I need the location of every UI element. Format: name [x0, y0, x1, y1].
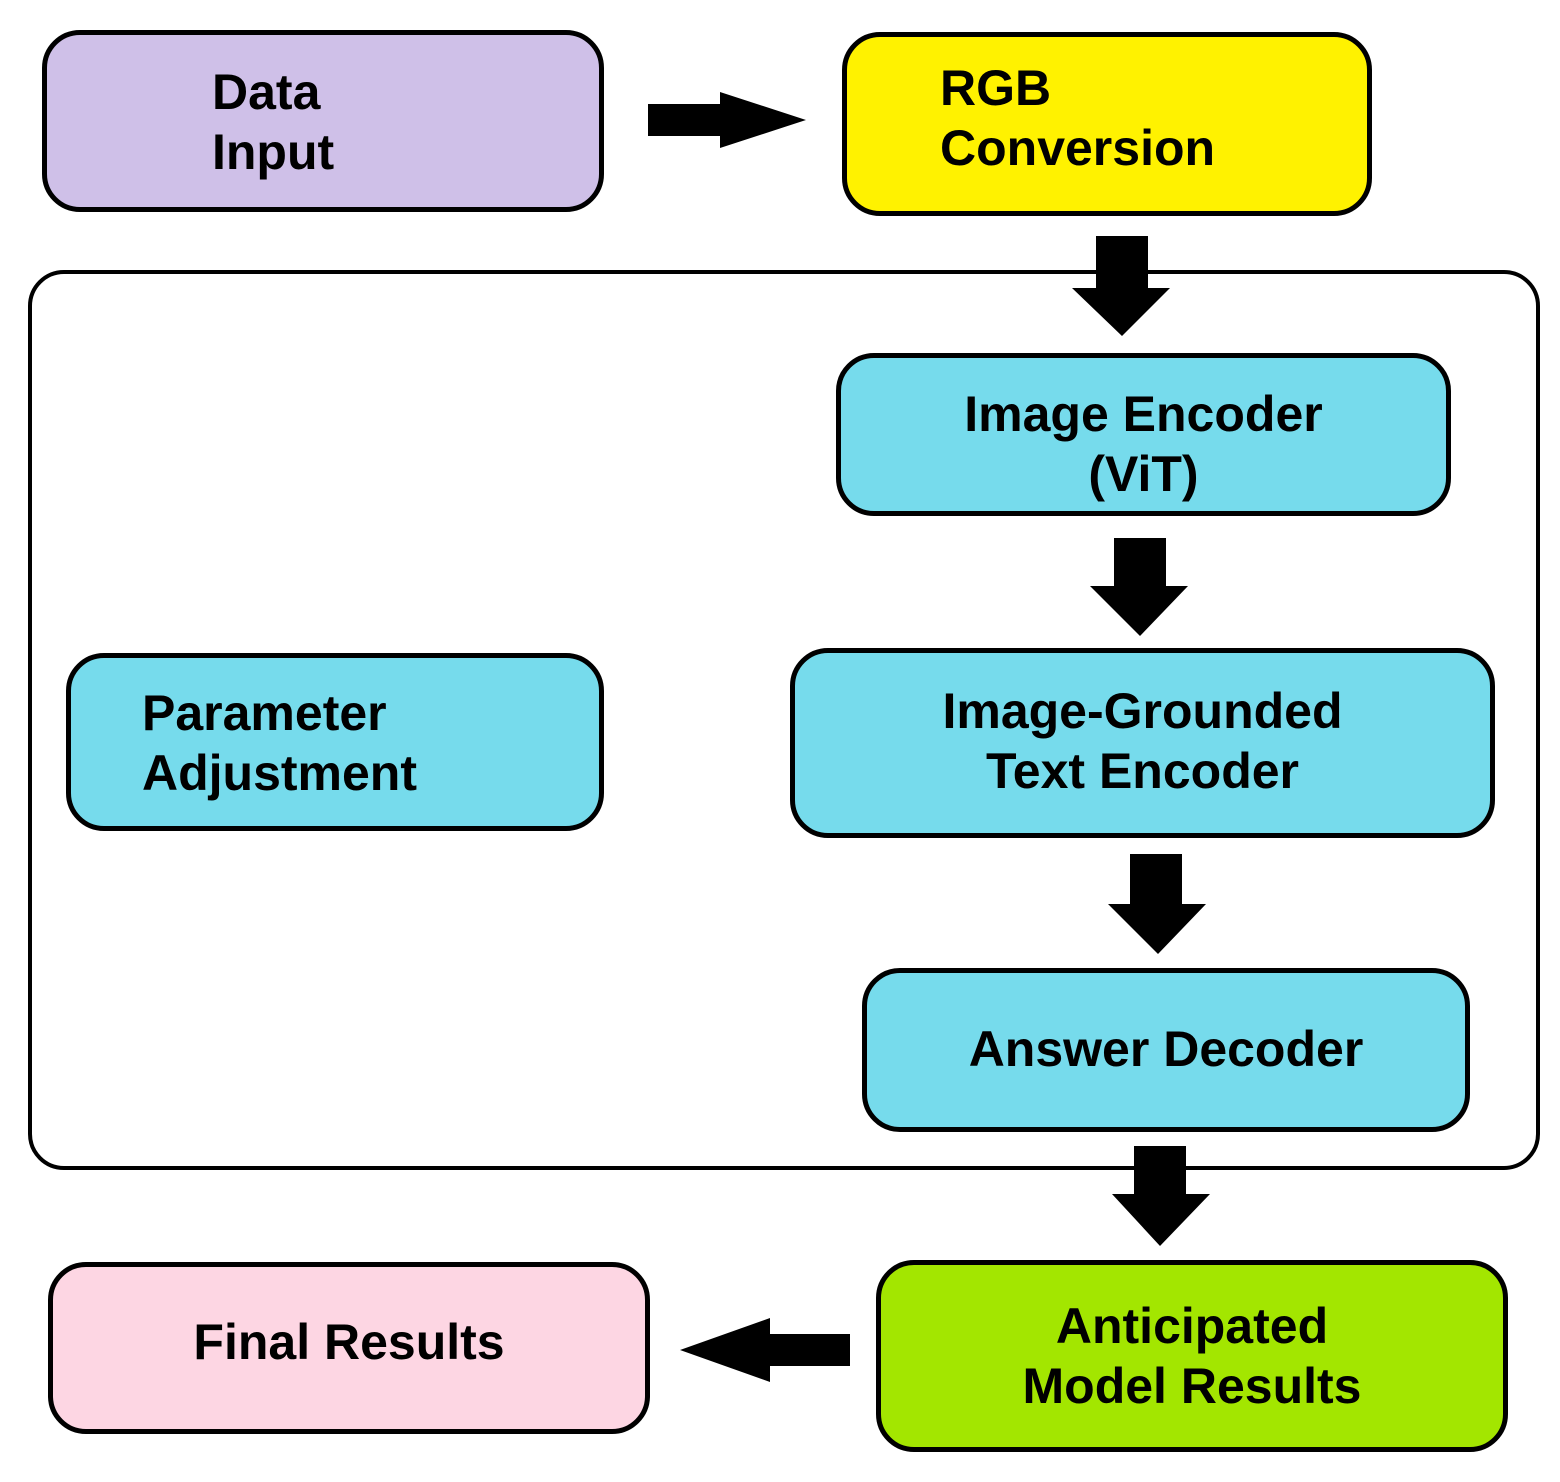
rgb-conversion-node — [842, 32, 1372, 216]
data-input-line2: Input — [212, 124, 335, 180]
data-input-line1: Data — [212, 64, 321, 120]
anticipated-results-node — [876, 1260, 1508, 1452]
text-encoder-line2: Text Encoder — [985, 743, 1300, 799]
anticipated-results-label: Anticipated Model Results — [876, 1296, 1508, 1416]
rgb-conversion-label: RGB Conversion — [940, 58, 1215, 178]
arrow-image-encoder-to-text-encoder — [1090, 538, 1188, 636]
anticipated-results-line1: Anticipated — [1055, 1298, 1329, 1354]
answer-decoder-line1: Answer Decoder — [968, 1021, 1364, 1077]
arrow-rgb-to-image-encoder — [1072, 236, 1170, 336]
text-encoder-node — [790, 648, 1495, 838]
arrow-anticipated-to-final — [680, 1318, 850, 1382]
data-input-node — [42, 30, 604, 212]
final-results-line1: Final Results — [193, 1314, 505, 1370]
arrow-text-encoder-to-answer-decoder — [1108, 854, 1206, 954]
parameter-adjustment-node — [66, 653, 604, 831]
image-encoder-label: Image Encoder (ViT) — [836, 384, 1451, 504]
parameter-adjustment-line2: Adjustment — [142, 745, 417, 801]
text-encoder-line1: Image-Grounded — [942, 683, 1343, 739]
parameter-adjustment-label: Parameter Adjustment — [142, 683, 417, 803]
data-input-label: Data Input — [212, 62, 334, 182]
final-results-label: Final Results — [48, 1312, 650, 1372]
image-encoder-node — [836, 353, 1451, 516]
final-results-node — [48, 1262, 650, 1434]
text-encoder-label: Image-Grounded Text Encoder — [790, 681, 1495, 801]
arrow-data-to-rgb — [648, 92, 806, 148]
parameter-adjustment-line1: Parameter — [142, 685, 387, 741]
answer-decoder-node — [862, 968, 1470, 1132]
answer-decoder-label: Answer Decoder — [862, 1019, 1470, 1079]
arrow-answer-decoder-to-anticipated — [1112, 1146, 1210, 1246]
anticipated-results-line2: Model Results — [1022, 1358, 1362, 1414]
image-encoder-line2: (ViT) — [1088, 446, 1199, 502]
rgb-conversion-line1: RGB — [940, 60, 1052, 116]
image-encoder-line1: Image Encoder — [964, 386, 1323, 442]
rgb-conversion-line2: Conversion — [940, 120, 1216, 176]
